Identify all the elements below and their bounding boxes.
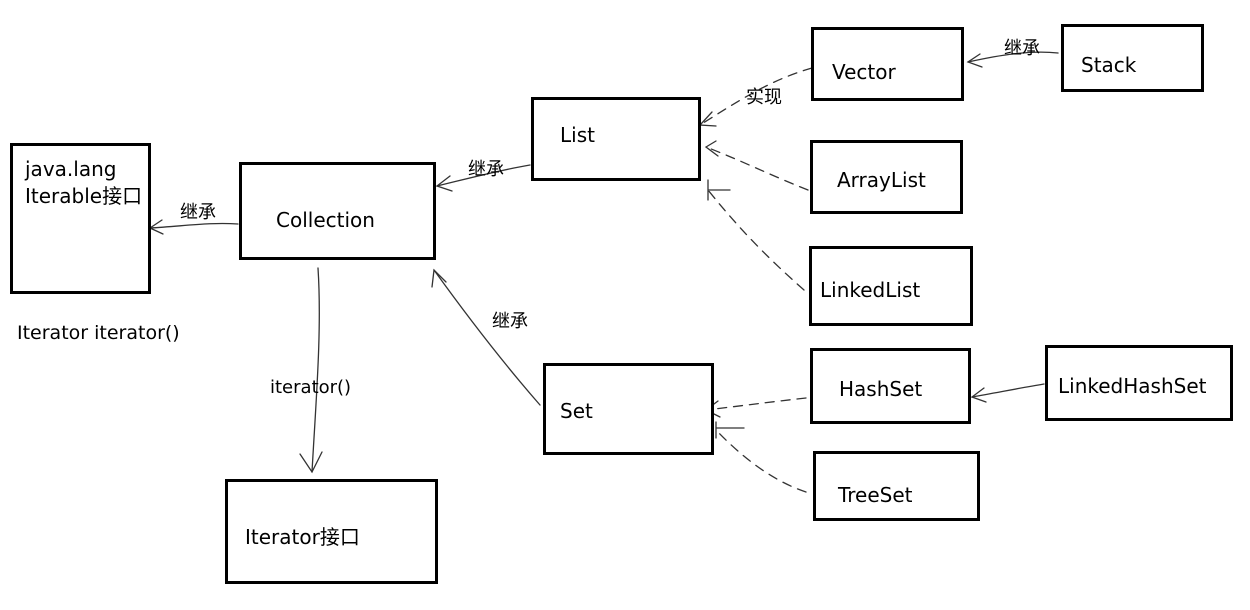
vector-box: Vector bbox=[811, 27, 964, 101]
edge-label-set-collection: 继承 bbox=[492, 311, 528, 332]
arrowhead-set-from-treeset bbox=[715, 421, 745, 439]
edge-label-collection-iterator: iterator() bbox=[270, 377, 352, 398]
edge-label-list-collection: 继承 bbox=[468, 159, 504, 180]
edge-list-collection bbox=[436, 164, 531, 187]
list-box: List bbox=[531, 97, 701, 181]
linkedlist-box: LinkedList bbox=[809, 246, 973, 326]
iterable-interface-label: Iterable接口 bbox=[25, 184, 143, 208]
edge-collection-iterator bbox=[311, 267, 320, 473]
edge-stack-vector bbox=[967, 51, 1059, 63]
edge-label-vector-list: 实现 bbox=[746, 87, 782, 108]
list-label: List bbox=[560, 123, 595, 147]
iterator-interface-label: Iterator接口 bbox=[245, 525, 360, 549]
treeset-box: TreeSet bbox=[813, 451, 980, 521]
linkedhashset-label: LinkedHashSet bbox=[1058, 374, 1207, 398]
arrowhead-collection-from-list bbox=[435, 175, 453, 192]
set-box: Set bbox=[543, 363, 714, 455]
edge-treeset-set bbox=[715, 429, 807, 493]
hashset-label: HashSet bbox=[839, 377, 923, 401]
edge-collection-iterable bbox=[149, 222, 239, 229]
edge-set-collection bbox=[433, 269, 541, 406]
edge-linkedhashset-hashset bbox=[971, 383, 1045, 398]
iterator-method-note: Iterator iterator() bbox=[17, 322, 180, 344]
arrowhead-collection-from-set bbox=[431, 268, 447, 288]
edge-linkedlist-list bbox=[707, 189, 805, 291]
iterable-interface-box: java.lang Iterable接口 bbox=[10, 143, 151, 294]
linkedhashset-box: LinkedHashSet bbox=[1045, 345, 1233, 421]
collection-box: Collection bbox=[239, 162, 436, 260]
arrowhead-list-from-arraylist bbox=[704, 140, 719, 157]
edge-arraylist-list bbox=[705, 146, 809, 191]
linkedlist-label: LinkedList bbox=[820, 278, 921, 302]
arrowhead-iterator bbox=[299, 451, 323, 474]
arrowhead-list-from-vector bbox=[698, 111, 717, 127]
edge-label-collection-iterable: 继承 bbox=[180, 202, 216, 223]
arrowhead-hashset bbox=[970, 387, 987, 403]
edge-hashset-set bbox=[705, 397, 807, 411]
arraylist-label: ArrayList bbox=[837, 168, 926, 192]
iterator-interface-box: Iterator接口 bbox=[225, 479, 438, 584]
arrowhead-list-from-linkedlist bbox=[707, 179, 731, 201]
edge-label-stack-vector: 继承 bbox=[1004, 38, 1040, 59]
collection-label: Collection bbox=[276, 208, 375, 232]
arrowhead-vector bbox=[966, 53, 983, 68]
stack-box: Stack bbox=[1061, 24, 1204, 92]
set-label: Set bbox=[560, 399, 593, 423]
hashset-box: HashSet bbox=[810, 348, 971, 424]
iterable-package-label: java.lang bbox=[25, 157, 117, 181]
treeset-label: TreeSet bbox=[838, 483, 913, 507]
vector-label: Vector bbox=[832, 60, 896, 84]
arraylist-box: ArrayList bbox=[810, 140, 963, 214]
stack-label: Stack bbox=[1081, 53, 1137, 77]
